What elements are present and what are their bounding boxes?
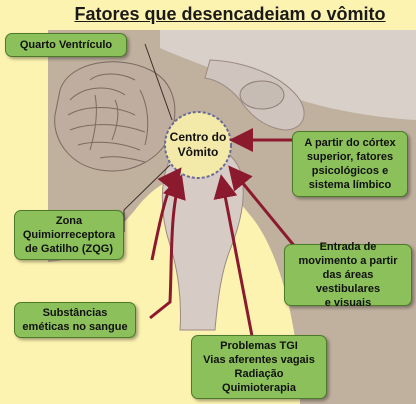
arrow-problemas	[213, 174, 254, 337]
box-cortex-line2: superior, fatores	[306, 151, 394, 163]
box-cortex-line3: psicológicos e	[311, 165, 389, 177]
box-entrada-movimento: Entrada de movimento a partir das áreas …	[284, 241, 412, 309]
box-zona-line1: Zona	[55, 215, 83, 227]
arrow-vestibular	[228, 165, 298, 249]
box-quarto-line1: Quarto Ventrículo	[19, 39, 113, 51]
box-zona-line2: Quimiorreceptora	[22, 229, 116, 241]
pons-shape	[239, 80, 285, 110]
box-problemas-line2: Vias aferentes vagais	[203, 354, 315, 366]
box-substancias-line2: eméticas no sangue	[22, 321, 128, 333]
arrow-zqg	[150, 167, 182, 261]
box-vestibular-line2: movimento a partir	[298, 255, 398, 267]
cerebellum	[54, 61, 176, 172]
center-line-1: Centro do	[169, 130, 227, 144]
box-cortex-line4: sistema límbico	[308, 179, 392, 191]
center-line-2: Vômito	[177, 145, 219, 159]
fourth-ventricle-pointer	[144, 43, 173, 121]
box-vestibular-line3: das áreas vestibulares	[315, 269, 381, 295]
box-zona-line3: de Gatilho (ZQG)	[25, 243, 113, 255]
page-title: Fatores que desencadeiam o vômito	[74, 4, 386, 24]
box-problemas-line1: Problemas TGI	[220, 340, 298, 352]
brainstem-region	[160, 30, 416, 120]
box-vestibular-line1: Entrada de	[319, 241, 377, 253]
box-substancias-line1: Substâncias	[42, 307, 108, 319]
box-problemas-line3: Radiação	[234, 368, 284, 380]
box-problemas-tgi: Problemas TGI Vias aferentes vagais Radi…	[191, 335, 327, 399]
box-cortex-line1: A partir do córtex	[304, 137, 396, 149]
box-quarto-ventriculo: Quarto Ventrículo	[5, 33, 127, 57]
box-vestibular-line4: e visuais	[324, 297, 372, 309]
vomit-center-label: Centro do Vômito	[158, 130, 238, 160]
box-substancias-emeticas: Substâncias eméticas no sangue	[14, 302, 136, 338]
box-cortex-superior: A partir do córtex superior, fatores psi…	[292, 131, 408, 197]
box-problemas-line4: Quimioterapia	[222, 382, 296, 394]
box-zona-quimiorreceptora: Zona Quimiorreceptora de Gatilho (ZQG)	[14, 210, 124, 260]
